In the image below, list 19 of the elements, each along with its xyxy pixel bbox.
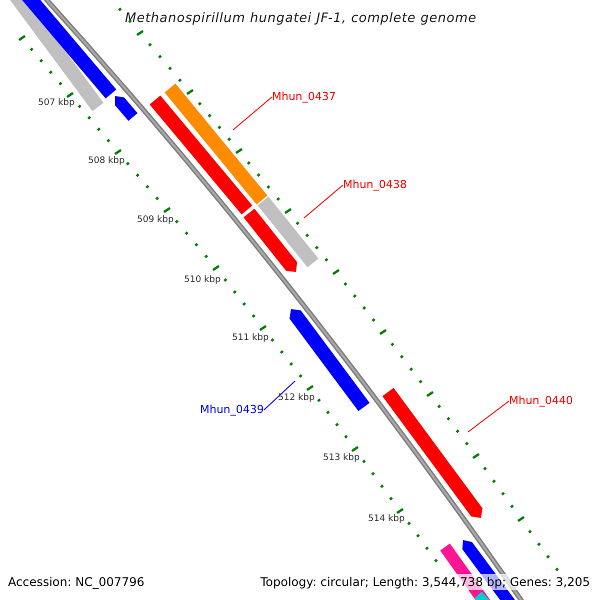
gene-label: Mhun_0440 <box>509 394 573 408</box>
scale-label: 507 kbp <box>38 98 75 109</box>
leader-line <box>263 380 296 410</box>
leader-line <box>304 184 344 218</box>
diagram-title: Methanospirillum hungatei JF-1, complete genome <box>125 10 477 28</box>
accession-text: Accession: NC_007796 <box>8 574 144 590</box>
gene-label: Mhun_0437 <box>272 90 336 104</box>
scale-label: 510 kbp <box>184 275 221 286</box>
gene-label: Mhun_0438 <box>343 178 407 192</box>
leader-line <box>468 400 510 432</box>
scale-label: 511 kbp <box>232 333 269 344</box>
genome-info-text: Topology: circular; Length: 3,544,738 bp; Genes: 3,205 <box>260 574 590 590</box>
scale-label: 512 kbp <box>278 393 315 404</box>
scale-label: 509 kbp <box>137 215 174 226</box>
gene-label: Mhun_0439 <box>200 403 264 417</box>
scale-label: 508 kbp <box>88 156 125 167</box>
scale-label: 514 kbp <box>368 514 405 525</box>
scale-label: 513 kbp <box>323 453 360 464</box>
leader-line <box>232 96 272 130</box>
